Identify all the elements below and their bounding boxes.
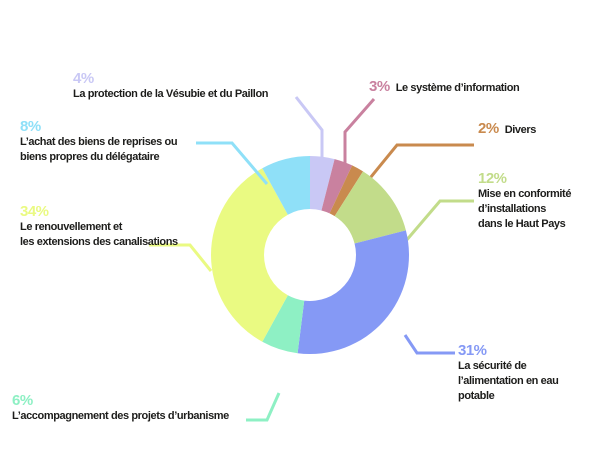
slice-label: L’accompagnement des projets d’urbanisme (12, 410, 229, 422)
donut-slice (334, 171, 406, 244)
slice-label: La sécurité de l’alimentation en eau pot… (458, 360, 559, 402)
donut-slice (297, 230, 409, 354)
slice-label: L’achat des biens de reprises ou biens p… (20, 136, 178, 163)
slice-label: Divers (504, 124, 537, 136)
leader-line (196, 141, 269, 185)
slice-label: Le renouvellement et les extensions des … (20, 221, 178, 248)
donut-slice (262, 295, 305, 354)
pct-label: 12% (478, 170, 507, 187)
label-securite-alimentation: 31%La sécurité de l’alimentation en eau … (458, 342, 559, 404)
leader-line (403, 199, 474, 243)
slice-label: Mise en conformité d’installations dans … (478, 188, 572, 230)
donut-slice (211, 168, 288, 342)
donut-slice (310, 156, 335, 211)
label-systeme-information: 3% Le système d’information (369, 78, 520, 96)
donut-slice (329, 165, 364, 217)
leader-line (246, 392, 281, 422)
label-mise-en-conformite: 12%Mise en conformité d’installations da… (478, 170, 571, 232)
slice-label: La protection de la Vésubie et du Paillo… (73, 88, 269, 100)
pct-label: 2% (478, 120, 499, 137)
donut-slice (262, 156, 310, 215)
leader-line (360, 143, 474, 189)
slice-label: Le système d’information (395, 82, 520, 94)
pct-label: 31% (458, 342, 487, 359)
pct-label: 34% (20, 203, 49, 220)
pct-label: 3% (369, 78, 390, 95)
leader-line (343, 98, 376, 176)
label-renouvellement-canalisations: 34%Le renouvellement et les extensions d… (20, 203, 178, 250)
pct-label: 8% (20, 118, 41, 135)
leader-line (294, 96, 324, 172)
label-accompagnement-urbanisme: 6%L’accompagnement des projets d’urbanis… (12, 392, 229, 424)
label-divers: 2% Divers (478, 120, 536, 138)
label-achat-biens: 8%L’achat des biens de reprises ou biens… (20, 118, 178, 165)
leader-line (403, 334, 455, 355)
label-vesubie-paillon: 4%La protection de la Vésubie et du Pail… (73, 70, 268, 102)
pct-label: 4% (73, 70, 94, 87)
pct-label: 6% (12, 392, 33, 409)
leader-line (149, 243, 213, 272)
